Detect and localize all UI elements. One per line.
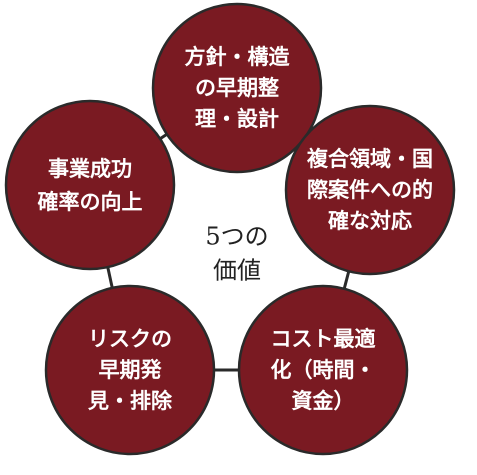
node-circle	[44, 284, 216, 456]
node-label-line: の早期整	[195, 76, 279, 100]
node-label-line: 理・設計	[195, 107, 279, 131]
node-label-line: 確な対応	[328, 209, 412, 233]
value-node-business-success: 事業成功 確率の向上	[4, 99, 176, 271]
node-label-line: コスト最適	[271, 327, 376, 351]
value-node-policy-structure: 方針・構造 の早期整 理・設計	[151, 2, 323, 174]
node-label-line: 早期発	[99, 358, 163, 382]
node-label-line: 確率の向上	[38, 190, 143, 214]
node-label-line: 方針・構造	[185, 45, 291, 69]
center-label: 5つの 価値	[205, 223, 268, 285]
value-node-risk-detection: リスクの 早期発 見・排除	[44, 284, 216, 456]
node-circle	[151, 2, 323, 174]
node-label-line: 際案件への的	[307, 178, 433, 202]
value-node-cost-optimization: コスト最適 化（時間・ 資金）	[237, 284, 409, 456]
center-label-line: 価値	[213, 257, 261, 285]
node-circle	[237, 284, 409, 456]
node-label-line: 見・排除	[88, 389, 173, 413]
node-circle	[284, 104, 456, 276]
node-label-line: リスクの	[88, 327, 172, 351]
node-label-line: 資金）	[292, 389, 355, 413]
node-label-line: 化（時間・	[271, 358, 376, 382]
center-label-line: 5つの	[205, 223, 268, 251]
node-circle	[4, 99, 176, 271]
node-label-line: 事業成功	[48, 157, 132, 181]
node-label-line: 複合領域・国	[306, 147, 433, 171]
value-node-complex-international: 複合領域・国 際案件への的 確な対応	[284, 104, 456, 276]
